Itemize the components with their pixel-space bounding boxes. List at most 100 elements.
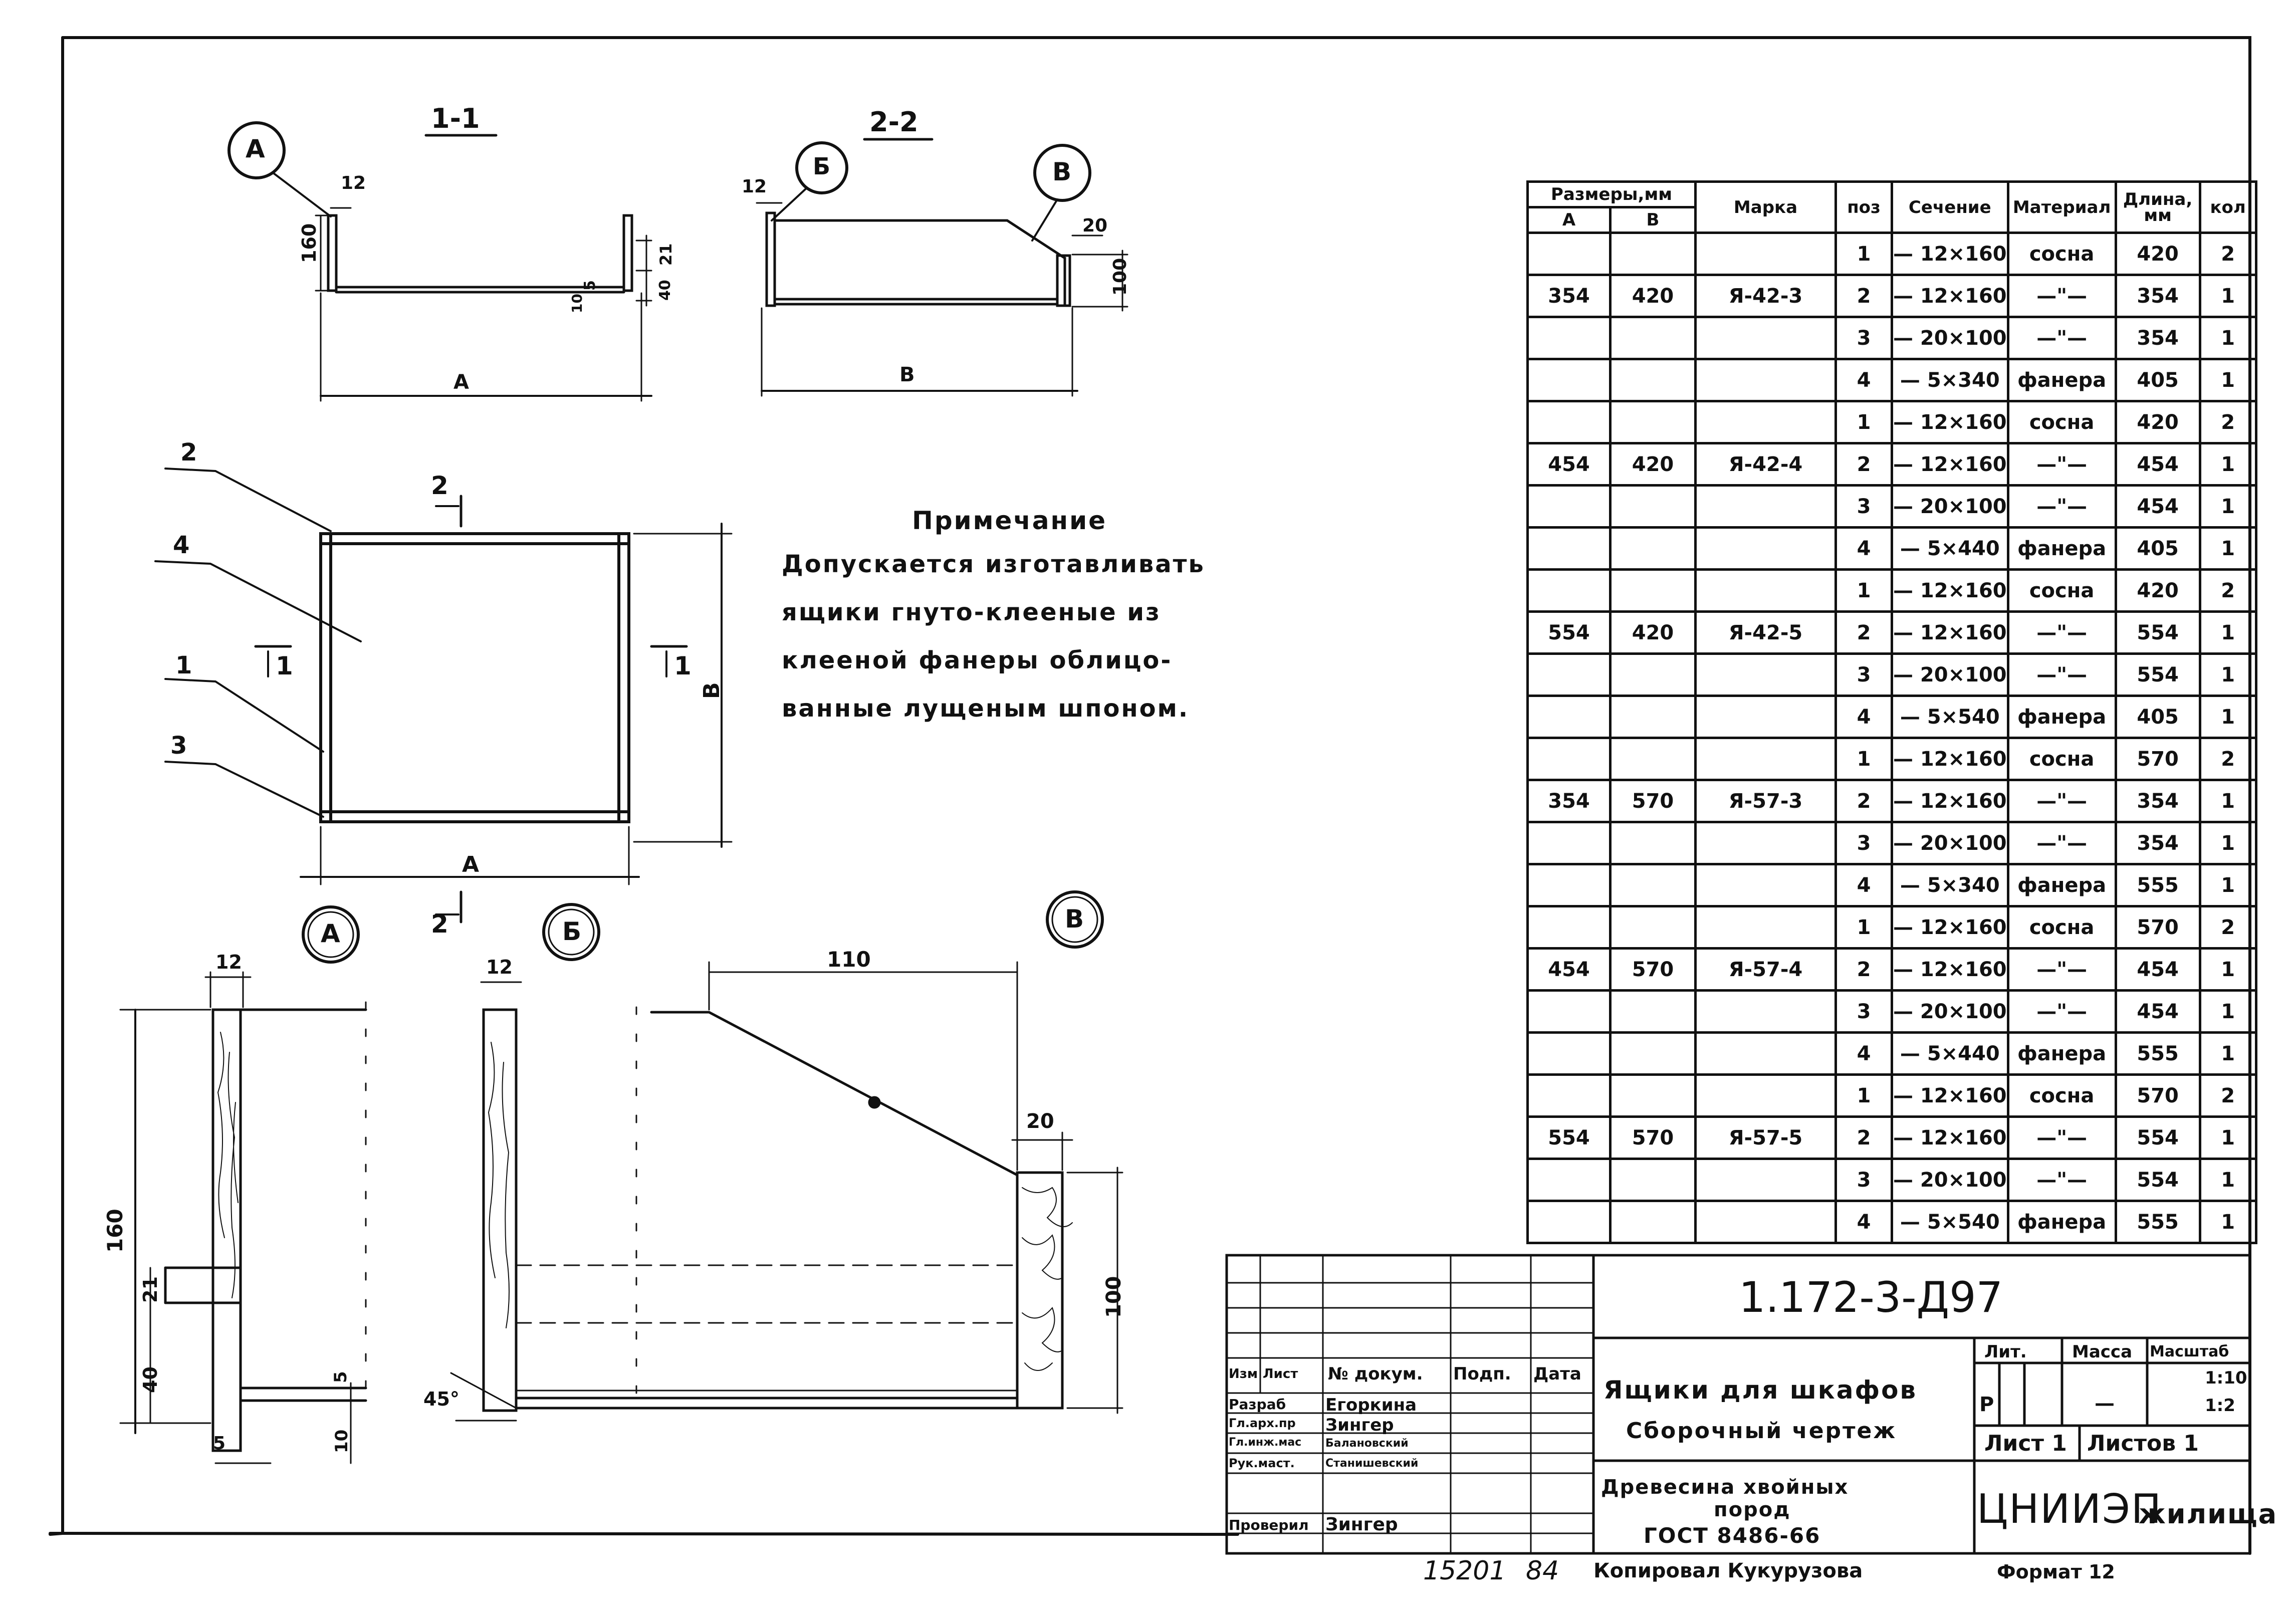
- spec-cell-a: [1526, 821, 1612, 865]
- spec-cell-a: [1526, 1073, 1612, 1118]
- spec-cell-mark: [1694, 1200, 1837, 1244]
- spec-cell-pos: 4: [1834, 695, 1893, 739]
- spec-cell-mat: сосна: [2006, 737, 2117, 781]
- spec-hdr-b: В: [1609, 206, 1697, 234]
- spec-cell-pos: 2: [1834, 947, 1893, 992]
- plan-cut-1-left: 1: [276, 651, 293, 680]
- spec-hdr-qty: кол: [2198, 180, 2257, 234]
- dim-dv-110: 110: [827, 947, 871, 972]
- tb-hdr-data: Дата: [1533, 1364, 1581, 1384]
- spec-cell-b: [1609, 1073, 1697, 1118]
- spec-cell-qty: 2: [2198, 737, 2257, 781]
- spec-cell-a: [1526, 1158, 1612, 1202]
- spec-cell-b: [1609, 400, 1697, 444]
- dim-s11-a: А: [453, 371, 469, 394]
- spec-cell-sec: — 12×160: [1891, 610, 2009, 655]
- spec-cell-qty: 2: [2198, 568, 2257, 613]
- spec-cell-mark: [1694, 1031, 1837, 1076]
- spec-cell-mat: фанера: [2006, 358, 2117, 402]
- spec-cell-qty: 1: [2198, 442, 2257, 487]
- note-line-2: ящики гнуто-клееные из: [782, 598, 1161, 626]
- tb-role-4: Рук.маст.: [1229, 1456, 1295, 1470]
- tb-material-2: пород: [1714, 1498, 1791, 1521]
- tb-lit-label: Лит.: [1984, 1342, 2027, 1362]
- callout-a-label: А: [246, 134, 265, 163]
- spec-hdr-sizes: Размеры,мм: [1526, 180, 1697, 208]
- spec-cell-mark: Я-42-3: [1694, 274, 1837, 318]
- spec-cell-pos: 1: [1834, 568, 1893, 613]
- spec-cell-qty: 1: [2198, 316, 2257, 360]
- spec-cell-mark: [1694, 1073, 1837, 1118]
- tb-title-2: Сборочный чертеж: [1626, 1418, 1897, 1444]
- dim-s11-12: 12: [341, 173, 366, 193]
- spec-cell-pos: 4: [1834, 1200, 1893, 1244]
- spec-cell-b: 570: [1609, 947, 1697, 992]
- spec-cell-mark: Я-42-5: [1694, 610, 1837, 655]
- spec-cell-b: [1609, 1158, 1697, 1202]
- tb-role-5: Проверил: [1229, 1517, 1309, 1533]
- spec-cell-mat: —"—: [2006, 316, 2117, 360]
- spec-cell-a: [1526, 232, 1612, 276]
- spec-cell-len: 570: [2114, 905, 2201, 950]
- spec-cell-qty: 2: [2198, 232, 2257, 276]
- spec-cell-len: 420: [2114, 568, 2201, 613]
- leader-pos-2: 2: [180, 438, 197, 467]
- tb-hdr-ndok: № докум.: [1328, 1364, 1423, 1384]
- dim-da-160: 160: [103, 1209, 127, 1253]
- tb-role-2: Гл.арх.пр: [1229, 1416, 1296, 1430]
- spec-cell-a: 454: [1526, 442, 1612, 487]
- spec-cell-len: 554: [2114, 610, 2201, 655]
- spec-cell-a: [1526, 358, 1612, 402]
- tb-hdr-podp: Подп.: [1453, 1364, 1511, 1384]
- spec-cell-mark: [1694, 568, 1837, 613]
- dim-da-21: 21: [139, 1276, 161, 1303]
- spec-cell-b: [1609, 358, 1697, 402]
- plan-view-drawing: [154, 468, 733, 924]
- spec-cell-pos: 4: [1834, 358, 1893, 402]
- spec-cell-sec: — 5×440: [1891, 1031, 2009, 1076]
- tb-sheet: Лист 1: [1984, 1431, 2067, 1456]
- detail-a-label: А: [321, 919, 340, 948]
- spec-hdr-section: Сечение: [1891, 180, 2009, 234]
- spec-cell-len: 570: [2114, 737, 2201, 781]
- tb-hdr-izm: Изм: [1229, 1366, 1258, 1382]
- section-1-1-title: 1-1: [431, 103, 480, 134]
- spec-cell-b: [1609, 1031, 1697, 1076]
- spec-cell-b: [1609, 1200, 1697, 1244]
- dim-dv-100: 100: [1102, 1276, 1125, 1318]
- tb-title-1: Ящики для шкафов: [1603, 1375, 1918, 1405]
- spec-cell-qty: 1: [2198, 863, 2257, 907]
- spec-cell-sec: — 5×540: [1891, 1200, 2009, 1244]
- spec-cell-len: 554: [2114, 652, 2201, 697]
- spec-cell-sec: — 20×100: [1891, 316, 2009, 360]
- spec-cell-sec: — 20×100: [1891, 989, 2009, 1034]
- dim-s11-160: 160: [298, 223, 320, 263]
- spec-cell-mat: —"—: [2006, 1158, 2117, 1202]
- spec-cell-pos: 3: [1834, 821, 1893, 865]
- spec-cell-mat: —"—: [2006, 274, 2117, 318]
- spec-hdr-pos: поз: [1834, 180, 1893, 234]
- spec-cell-len: 555: [2114, 1200, 2201, 1244]
- tb-scale-label: Масштаб: [2150, 1343, 2229, 1360]
- spec-cell-qty: 1: [2198, 484, 2257, 529]
- leader-pos-1: 1: [175, 651, 192, 679]
- spec-cell-len: 570: [2114, 1073, 2201, 1118]
- spec-cell-b: [1609, 568, 1697, 613]
- spec-cell-sec: — 12×160: [1891, 737, 2009, 781]
- spec-cell-mark: Я-57-3: [1694, 779, 1837, 823]
- spec-cell-qty: 1: [2198, 821, 2257, 865]
- spec-cell-len: 354: [2114, 274, 2201, 318]
- spec-cell-mat: сосна: [2006, 1073, 2117, 1118]
- spec-cell-mat: —"—: [2006, 779, 2117, 823]
- spec-cell-len: 554: [2114, 1158, 2201, 1202]
- spec-cell-mark: Я-57-5: [1694, 1115, 1837, 1160]
